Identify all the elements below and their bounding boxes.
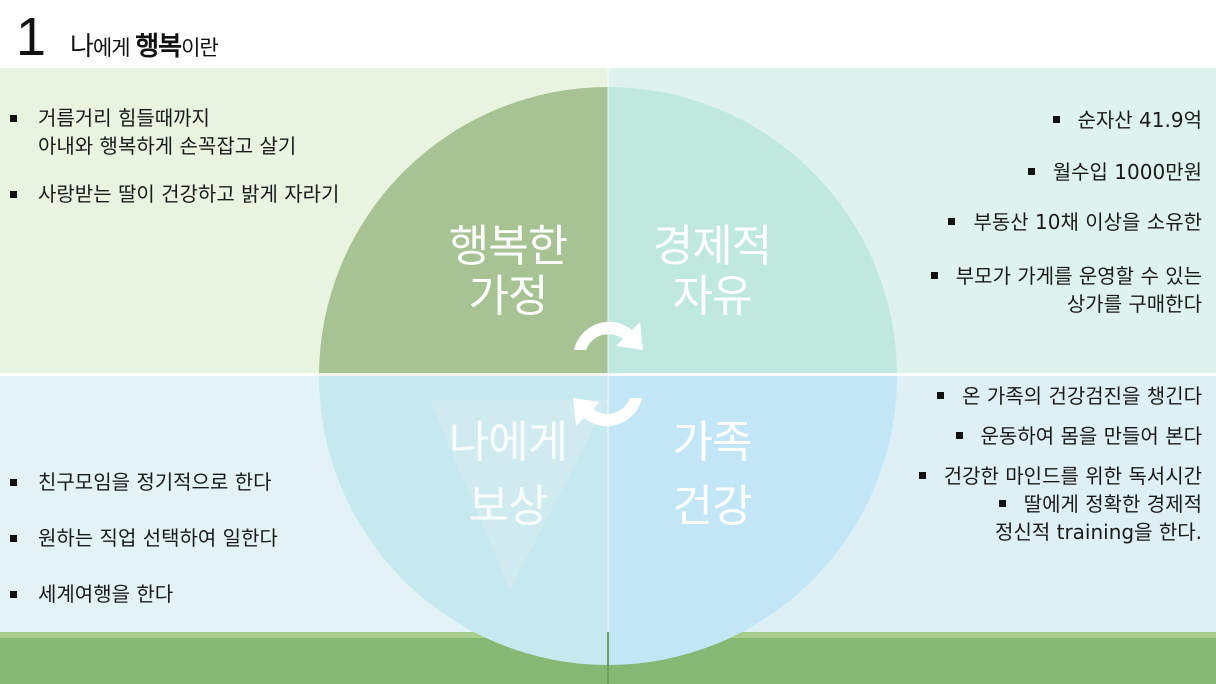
list-top-left: 거름거리 힘들때까지 아내와 행복하게 손꼭잡고 살기 사랑받는 딸이 건강하고…	[0, 104, 420, 208]
list-top-right: 순자산 41.9억 월수입 1000만원 부동산 10채 이상을 소유한 부모가…	[842, 106, 1202, 318]
label-economic-freedom-line2: 자유	[672, 271, 753, 322]
label-self-reward: 나에게 보상	[430, 418, 586, 532]
page-title: 나에게 행복이란	[70, 30, 219, 65]
title-bar: 1 나에게 행복이란	[0, 0, 1216, 68]
title-part-iran: 이란	[181, 36, 219, 60]
list-item: 순자산 41.9억	[842, 106, 1202, 134]
list-item-text: 월수입 1000만원	[1052, 160, 1202, 184]
circle-segment-top-right	[608, 87, 897, 376]
list-item-line2: 아내와 행복하게 손꼭잡고 살기	[38, 134, 297, 158]
list-item-line1: 사랑받는 딸이 건강하고 밝게 자라기	[38, 182, 340, 206]
list-item: 월수입 1000만원	[842, 158, 1202, 186]
list-item-text: 부동산 10채 이상을 소유한	[973, 210, 1202, 234]
list-item-line1: 거름거리 힘들때까지	[38, 106, 210, 130]
list-item-line2: 정신적 training을 한다.	[995, 520, 1202, 544]
list-item-text: 친구모임을 정기적으로 한다	[38, 470, 272, 494]
list-item: 원하는 직업 선택하여 일한다	[0, 524, 420, 552]
list-item-line2: 상가를 구매한다	[1066, 292, 1202, 316]
list-item: 거름거리 힘들때까지 아내와 행복하게 손꼭잡고 살기	[0, 104, 420, 160]
list-item: 세계여행을 한다	[0, 580, 420, 608]
list-bottom-left: 친구모임을 정기적으로 한다 원하는 직업 선택하여 일한다 세계여행을 한다	[0, 468, 420, 608]
list-item-text: 운동하여 몸을 만들어 본다	[980, 424, 1202, 448]
list-item-text: 세계여행을 한다	[38, 582, 174, 606]
list-item: 딸에게 정확한 경제적 정신적 training을 한다.	[842, 490, 1202, 546]
list-item-text: 건강한 마인드를 위한 독서시간	[943, 464, 1202, 488]
circle-segment-bottom-right	[608, 376, 897, 665]
label-family-health-line1: 가족	[672, 417, 753, 468]
label-self-reward-line2: 보상	[468, 481, 549, 532]
list-item: 건강한 마인드를 위한 독서시간	[842, 462, 1202, 490]
label-happy-family-line1: 행복한	[448, 221, 568, 272]
label-economic-freedom: 경제적 자유	[634, 222, 790, 322]
label-self-reward-line1: 나에게	[448, 417, 568, 468]
title-part-na: 나	[70, 32, 94, 62]
label-family-health-line2: 건강	[672, 481, 753, 532]
list-bottom-right: 온 가족의 건강검진을 챙긴다 운동하여 몸을 만들어 본다 건강한 마인드를 …	[842, 382, 1202, 546]
list-item-text: 부모가 가게를 운영할 수 있는	[955, 264, 1202, 288]
list-item-text: 원하는 직업 선택하여 일한다	[38, 526, 278, 550]
list-item: 운동하여 몸을 만들어 본다	[842, 422, 1202, 450]
list-item: 온 가족의 건강검진을 챙긴다	[842, 382, 1202, 410]
list-item-text: 온 가족의 건강검진을 챙긴다	[962, 384, 1202, 408]
section-number: 1	[16, 7, 47, 67]
cycle-arrows-icon	[573, 321, 643, 427]
label-happy-family-line2: 가정	[468, 271, 549, 322]
label-happy-family: 행복한 가정	[430, 222, 586, 322]
list-item-text: 딸에게 정확한 경제적	[1023, 492, 1202, 516]
list-item: 부모가 가게를 운영할 수 있는 상가를 구매한다	[842, 262, 1202, 318]
list-item: 부동산 10채 이상을 소유한	[842, 208, 1202, 236]
list-item: 친구모임을 정기적으로 한다	[0, 468, 420, 496]
list-item-text: 순자산 41.9억	[1077, 108, 1203, 132]
label-economic-freedom-line1: 경제적	[652, 221, 772, 272]
title-part-ege: 에게	[92, 36, 136, 60]
footer-divider	[607, 632, 609, 684]
label-family-health: 가족 건강	[634, 418, 790, 532]
list-item: 사랑받는 딸이 건강하고 밝게 자라기	[0, 180, 420, 208]
title-part-happiness: 행복	[135, 32, 182, 62]
circle-segment-top-left	[319, 87, 608, 376]
bottom-left-triangle-shade	[430, 400, 608, 590]
